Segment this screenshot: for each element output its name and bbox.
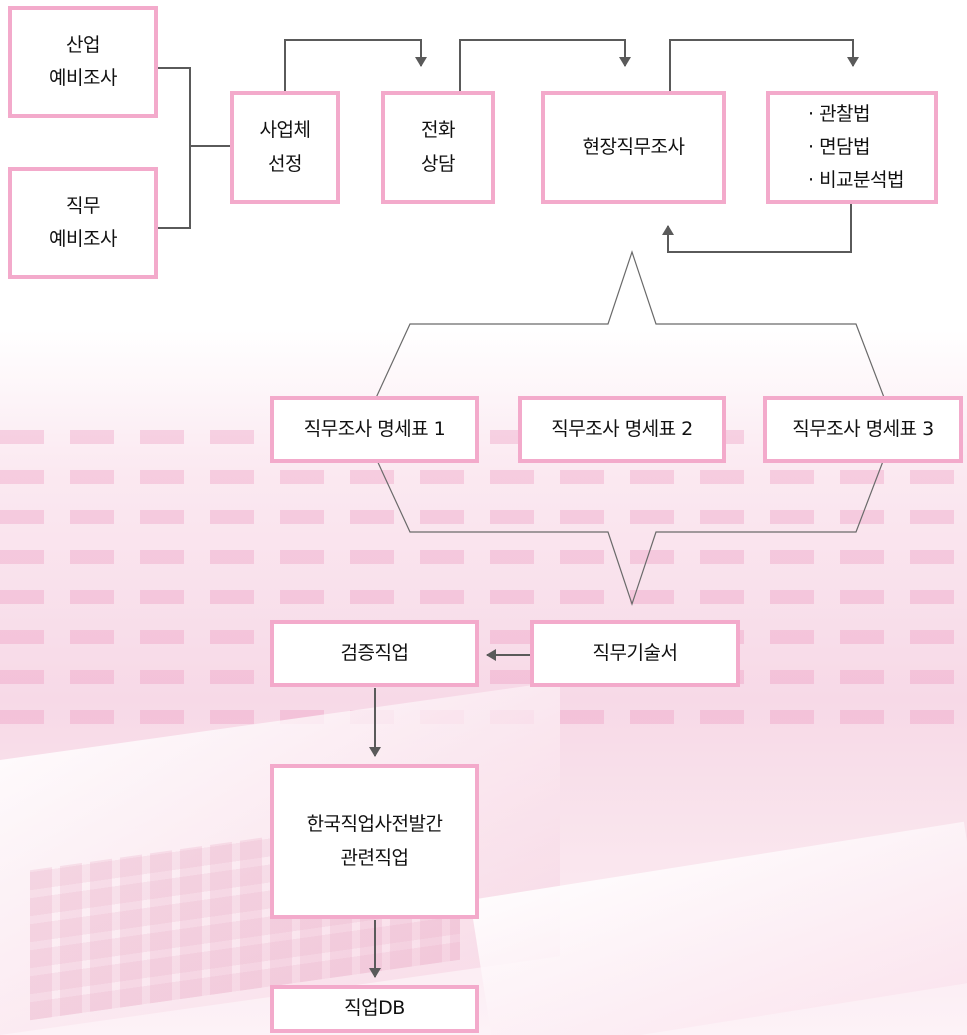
company-selection-line1: 사업체 <box>259 119 311 142</box>
verify-job-label: 검증직업 <box>340 641 409 664</box>
field-job-survey-box: 현장직무조사 <box>541 91 726 204</box>
arrow-phone-to-field <box>459 39 631 94</box>
background-building-band <box>0 550 967 564</box>
method-observation: · 관찰법 <box>808 102 871 125</box>
job-db-box: 직업DB <box>270 985 479 1033</box>
job-survey-spec-1-box: 직무조사 명세표 1 <box>270 396 479 463</box>
job-prelim-line1: 직무 <box>66 194 100 217</box>
background-building-band <box>0 510 967 524</box>
phone-consultation-box: 전화 상담 <box>381 91 495 204</box>
prelim-bracket-connector <box>158 67 230 229</box>
arrow-company-to-phone <box>284 39 427 94</box>
dictionary-related-jobs-box: 한국직업사전발간 관련직업 <box>270 764 479 919</box>
method-interview: · 면담법 <box>808 135 871 158</box>
phone-consultation-line1: 전화 <box>421 119 455 142</box>
arrow-field-to-methods <box>669 39 859 94</box>
method-comparative-analysis: · 비교분석법 <box>808 169 904 192</box>
job-survey-spec-2-box: 직무조사 명세표 2 <box>518 396 726 463</box>
dictionary-related-jobs-line1: 한국직업사전발간 <box>306 813 443 836</box>
job-survey-spec-1-label: 직무조사 명세표 1 <box>303 417 446 440</box>
arrow-methods-to-field <box>662 204 852 253</box>
company-selection-line2: 선정 <box>268 152 302 175</box>
job-prelim-line2: 예비조사 <box>49 228 117 250</box>
job-description-label: 직무기술서 <box>592 641 678 664</box>
background-building-band <box>0 470 967 484</box>
job-db-label: 직업DB <box>344 997 405 1020</box>
job-survey-spec-3-box: 직무조사 명세표 3 <box>763 396 963 463</box>
industry-prelim-line1: 산업 <box>66 33 100 56</box>
dictionary-related-jobs-line2: 관련직업 <box>340 846 409 869</box>
job-description-box: 직무기술서 <box>530 620 740 687</box>
verify-job-box: 검증직업 <box>270 620 479 687</box>
job-survey-spec-2-label: 직무조사 명세표 2 <box>551 417 693 440</box>
field-job-survey-label: 현장직무조사 <box>582 135 685 158</box>
industry-prelim-survey-box: 산업 예비조사 <box>8 6 158 118</box>
job-survey-spec-3-label: 직무조사 명세표 3 <box>792 417 934 440</box>
industry-prelim-line2: 예비조사 <box>49 67 117 89</box>
job-prelim-survey-box: 직무 예비조사 <box>8 167 158 279</box>
background-building-band <box>0 590 967 604</box>
company-selection-box: 사업체 선정 <box>230 91 340 204</box>
phone-consultation-line2: 상담 <box>421 152 455 175</box>
survey-methods-box: · 관찰법 · 면담법 · 비교분석법 <box>766 91 938 204</box>
spec-callout-outline <box>374 250 886 606</box>
